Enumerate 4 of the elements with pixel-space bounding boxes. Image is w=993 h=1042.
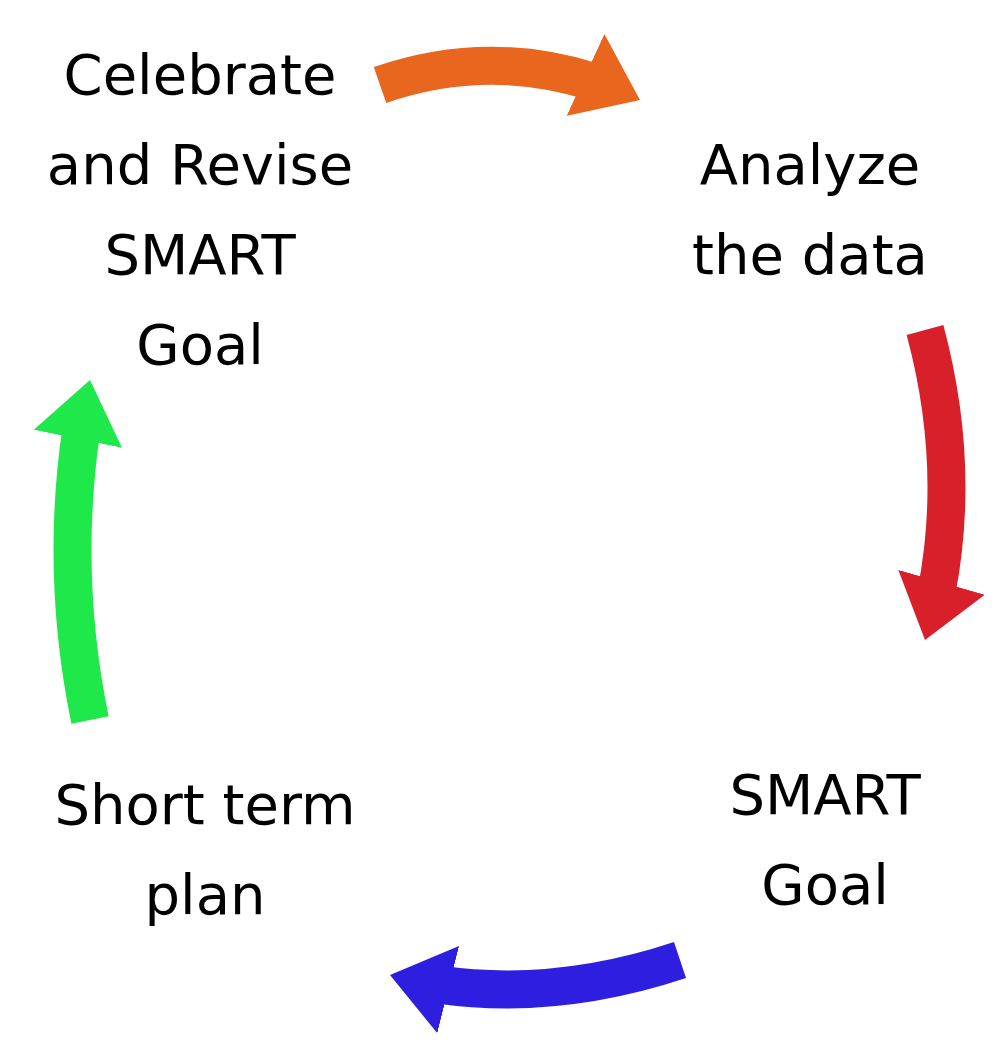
step-label: Celebrate and Revise SMART Goal	[45, 41, 355, 379]
step-label: Analyze the data	[691, 131, 929, 289]
step-label: SMART Goal	[728, 761, 922, 919]
step-label: Short term plan	[53, 771, 357, 929]
